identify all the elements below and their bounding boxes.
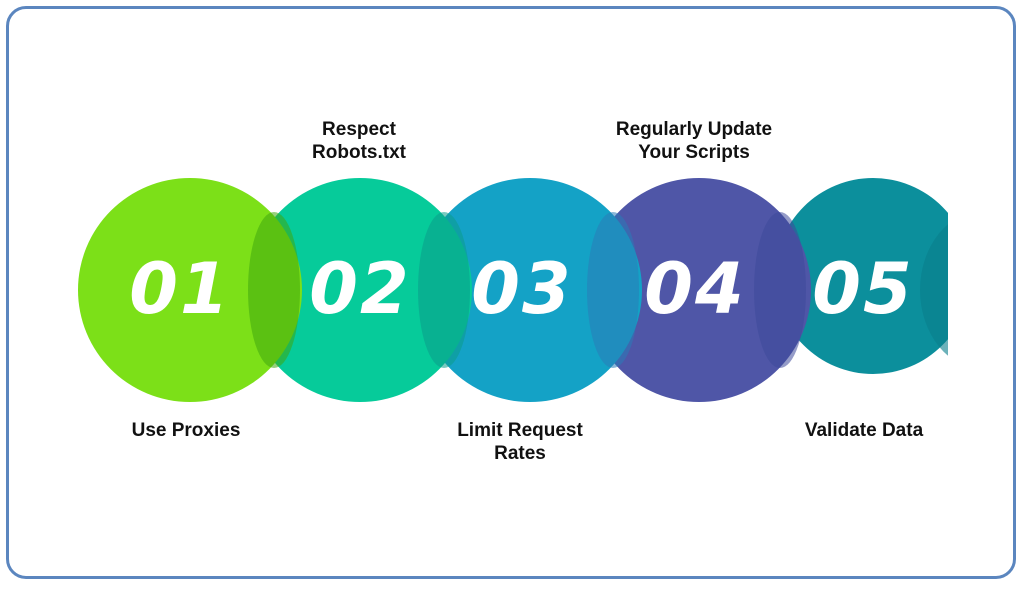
step-02-number: 02	[309, 248, 411, 330]
step-03-label: Limit Request Rates	[410, 419, 630, 465]
step-05-number: 05	[812, 248, 914, 330]
step-03-number: 03	[471, 248, 573, 330]
step-01-number: 01	[129, 248, 231, 330]
step-05-label: Validate Data	[804, 420, 924, 441]
overlap-04-05	[754, 212, 806, 368]
step-02-label: Respect Robots.txt	[249, 118, 469, 164]
step-02-label-line2: Robots.txt	[312, 142, 406, 163]
step-03-label-line2: Rates	[494, 443, 546, 464]
overlap-02-03	[418, 212, 470, 368]
step-04-label: Regularly Update Your Scripts	[584, 118, 804, 164]
step-04-label-line2: Your Scripts	[638, 142, 750, 163]
step-04-number: 04	[644, 248, 746, 330]
step-01-label: Use Proxies	[131, 420, 241, 441]
overlap-01-02	[248, 212, 300, 368]
overlap-03-04	[587, 212, 639, 368]
step-02-label-line1: Respect	[322, 119, 396, 140]
step-04-label-line1: Regularly Update	[615, 119, 773, 140]
circles-clip: 01 02 03 04 05	[78, 178, 948, 402]
step-03-label-line1: Limit Request	[457, 420, 583, 441]
